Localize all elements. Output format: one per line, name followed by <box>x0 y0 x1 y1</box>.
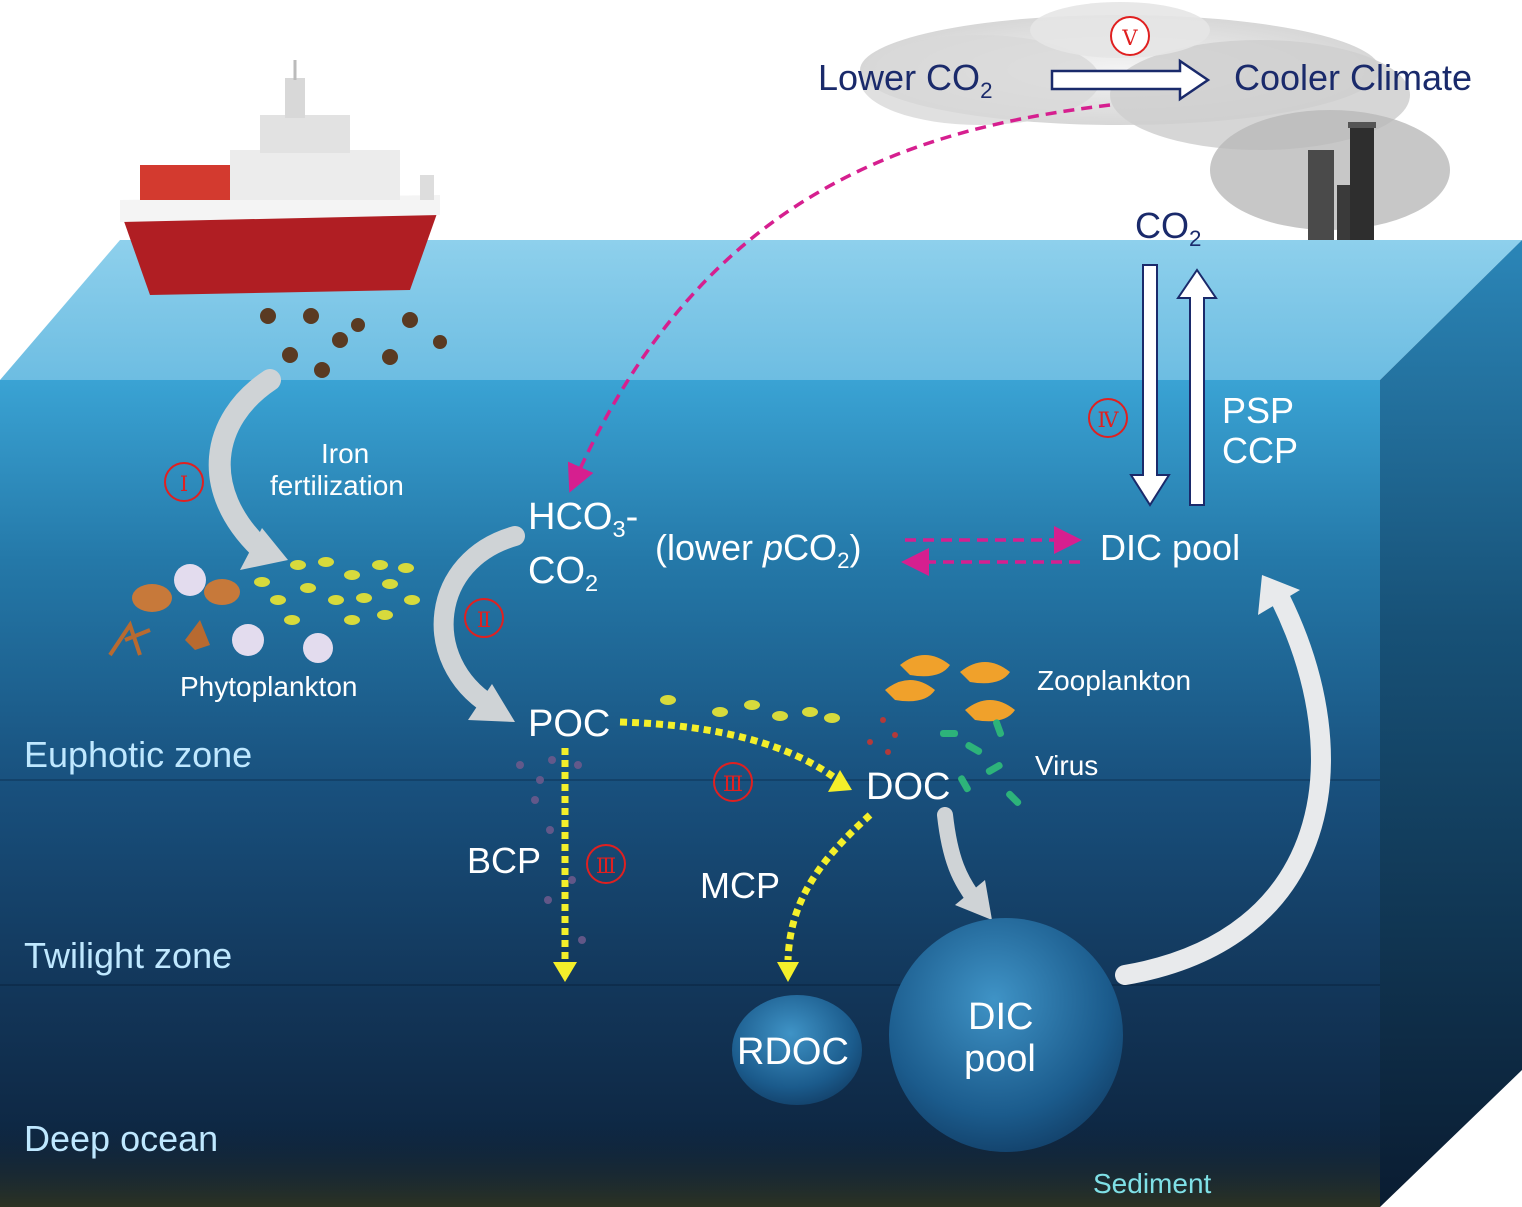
iron-label: Iron <box>321 438 370 469</box>
fertilization-label: fertilization <box>270 470 404 501</box>
ccp-label: CCP <box>1222 430 1299 471</box>
zooplankton-label: Zooplankton <box>1037 665 1192 696</box>
rdoc-sphere <box>732 995 862 1105</box>
marker-iii-bcp: Ⅲ <box>586 844 626 884</box>
marker-iii-doc: Ⅲ <box>713 762 753 802</box>
lower-pco2-label: (lower pCO2) <box>655 527 862 573</box>
lower-co2-label: Lower CO2 <box>818 57 993 103</box>
dic-pool-deep-label-2: pool <box>964 1038 1036 1080</box>
phytoplankton-label: Phytoplankton <box>180 671 358 702</box>
smokestacks <box>1308 122 1376 240</box>
psp-label: PSP <box>1222 390 1295 431</box>
climate-arrow <box>1050 58 1211 102</box>
twilight-zone-label: Twilight zone <box>24 935 233 976</box>
iron-fertilization-arrow <box>208 369 281 559</box>
cooler-climate-label: Cooler Climate <box>1234 57 1473 98</box>
co2-label: CO2 <box>528 550 599 597</box>
mcp-label: MCP <box>700 865 780 906</box>
iron-particles <box>260 308 447 378</box>
poc-particles <box>660 695 840 723</box>
research-ship <box>120 60 440 295</box>
dic-pool-sphere <box>889 918 1123 1152</box>
poc-to-doc-arrow <box>619 718 838 781</box>
mcp-arrow <box>784 812 873 961</box>
doc-label: DOC <box>866 766 951 808</box>
virus-particles <box>867 717 898 755</box>
ocean-side <box>1380 240 1522 1207</box>
virus-label: Virus <box>1035 750 1099 781</box>
marker-ii: Ⅱ <box>464 598 504 638</box>
bacteria <box>940 719 1022 806</box>
marker-i: Ⅰ <box>164 462 204 502</box>
co2-to-poc-arrow <box>433 526 525 715</box>
surface-co2-label: CO2 <box>1135 205 1202 251</box>
magenta-dashed-arrow-cloud <box>567 103 1111 493</box>
dic-pool-surface-label: DIC pool <box>1100 527 1241 568</box>
marker-v: Ⅴ <box>1110 16 1150 56</box>
rdoc-label: RDOC <box>737 1031 849 1073</box>
deep-dic-return-arrow <box>1115 588 1331 985</box>
hco3-label: HCO3- <box>528 496 639 543</box>
bcp-label: BCP <box>467 840 542 881</box>
dic-pool-deep-label-1: DIC <box>968 996 1034 1038</box>
zooplankton <box>885 655 1015 722</box>
co2-exchange-arrows <box>1129 264 1218 507</box>
sinking-particles <box>516 756 586 944</box>
poc-label: POC <box>528 703 611 745</box>
phytoplankton-cluster <box>108 557 420 663</box>
ocean-front <box>0 380 1380 1207</box>
deep-ocean-label: Deep ocean <box>24 1118 219 1159</box>
euphotic-zone-label: Euphotic zone <box>24 734 253 775</box>
sediment-label: Sediment <box>1093 1168 1212 1199</box>
marker-iv: Ⅳ <box>1088 398 1128 438</box>
